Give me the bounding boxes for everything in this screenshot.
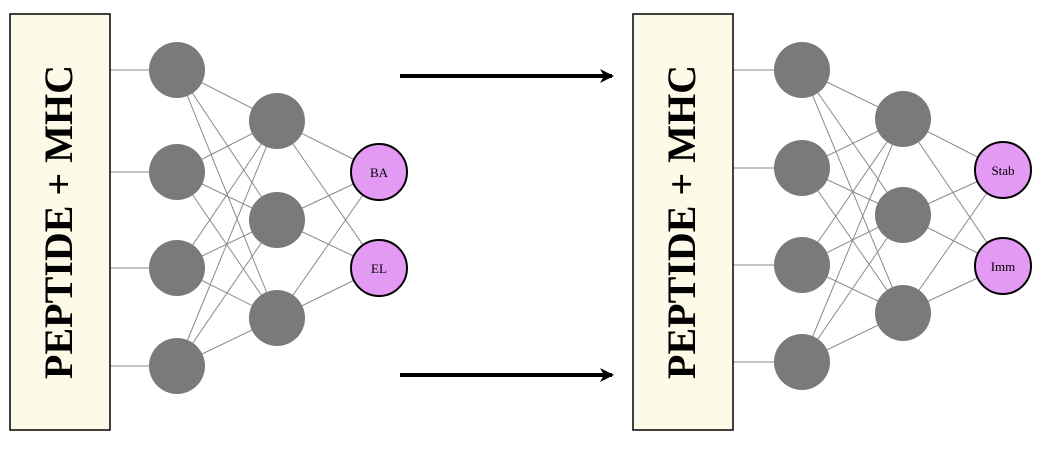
net1-edge-l1-3-1 — [176, 120, 278, 269]
input-label-1: PEPTIDE + MHC — [36, 65, 81, 379]
net2-edge-l1-3-1 — [801, 118, 904, 266]
net2-layer1-node-4 — [774, 334, 830, 390]
net2-output-label-1: Stab — [991, 163, 1014, 178]
net1-edge-l1-4-1 — [176, 120, 278, 367]
net2-layer2-node-1 — [875, 91, 931, 147]
net1-edge-l2-1-2 — [276, 120, 380, 269]
net1-layer1-node-1 — [149, 42, 205, 98]
net1-layer2-node-2 — [249, 192, 305, 248]
net1-layer1-node-2 — [149, 144, 205, 200]
net1-output-label-2: EL — [371, 261, 387, 276]
net1-layer2-node-1 — [249, 93, 305, 149]
network-2-edges — [733, 69, 1004, 363]
network-1-nodes: BA EL — [149, 42, 408, 394]
net1-layer2-node-3 — [249, 290, 305, 346]
net2-layer1-node-1 — [774, 42, 830, 98]
input-box-2 — [632, 13, 734, 431]
input-label-2: PEPTIDE + MHC — [659, 65, 704, 379]
net1-edge-l1-1-2 — [176, 69, 278, 221]
network-1-edges — [110, 69, 380, 367]
net2-edge-l1-4-1 — [801, 118, 904, 363]
net2-output-node-2 — [974, 237, 1032, 295]
net2-edge-l1-4-2 — [801, 214, 904, 363]
net2-edge-l2-3-1 — [902, 169, 1004, 314]
net1-edge-l1-2-3 — [176, 171, 278, 319]
net1-output-node-2 — [350, 239, 408, 297]
net1-output-label-1: BA — [370, 165, 389, 180]
input-box-1 — [9, 13, 111, 431]
net2-layer1-node-2 — [774, 140, 830, 196]
net2-layer2-node-3 — [875, 285, 931, 341]
net2-layer1-node-3 — [774, 237, 830, 293]
net2-output-node-1 — [974, 141, 1032, 199]
net1-layer1-node-3 — [149, 240, 205, 296]
net1-edge-l1-4-2 — [176, 219, 278, 367]
net1-layer1-node-4 — [149, 338, 205, 394]
net2-layer2-node-2 — [875, 187, 931, 243]
net1-edge-l2-3-1 — [276, 171, 380, 319]
net1-output-node-1 — [350, 143, 408, 201]
network-1: PEPTIDE + MHC BA EL — [9, 13, 408, 431]
net2-edge-l1-1-2 — [801, 69, 904, 216]
net2-output-label-2: Imm — [991, 259, 1016, 274]
